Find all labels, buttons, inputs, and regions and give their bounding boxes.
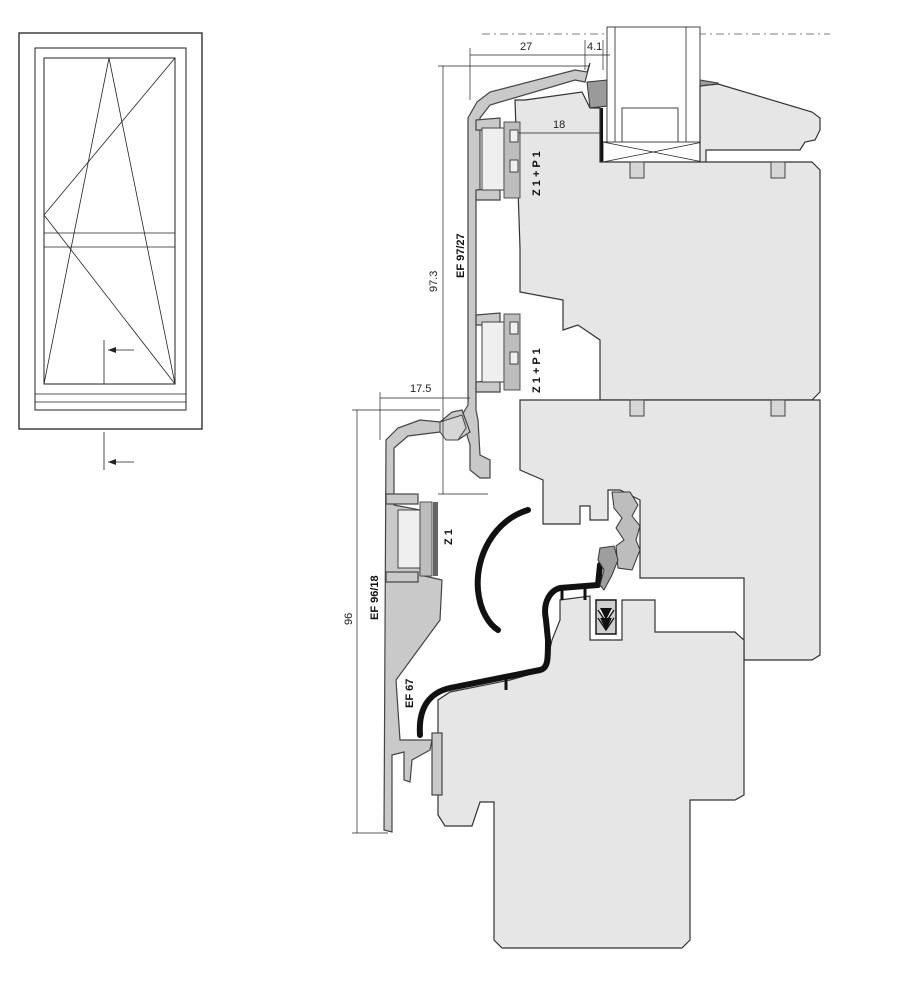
sash-groove-1 <box>629 161 645 179</box>
seal-arrows <box>600 608 612 630</box>
window-elevation <box>18 32 203 470</box>
label-hardware-upper-1: Z 1 + P 1 <box>531 151 543 196</box>
label-hardware-lower: Z 1 <box>443 529 455 545</box>
arrowhead-2 <box>108 459 116 465</box>
hardware-block-lower <box>385 493 438 583</box>
gasket-lower-profile <box>597 545 619 591</box>
upper-sash-wood <box>514 83 821 401</box>
sash-groove-4 <box>770 399 786 417</box>
arrowhead-1 <box>108 347 116 353</box>
hardware-block-upper <box>481 121 521 199</box>
sash-groove-2 <box>770 161 786 179</box>
gasket-upper-profile <box>611 491 641 571</box>
lower-sash-wood <box>519 399 821 661</box>
upper-cladding-profile <box>457 62 591 479</box>
glass-unit <box>586 26 719 163</box>
weather-seal-curve <box>474 507 531 633</box>
label-hardware-upper-2: Z 1 + P 1 <box>531 348 543 393</box>
glazing-seal-left <box>586 79 608 109</box>
label-ef-97-27: EF 97/27 <box>455 233 467 278</box>
drip-rail-profile <box>416 562 603 738</box>
dim-17-5: 17.5 <box>410 383 431 395</box>
label-ef-96-18: EF 96/18 <box>369 575 381 620</box>
hardware-block-middle <box>481 313 521 391</box>
sash-frame <box>34 47 187 411</box>
dim-4-1: 4.1 <box>587 41 602 53</box>
dimension-lines <box>352 40 610 834</box>
bottom-bead <box>431 732 443 796</box>
bottom-frame-wood <box>437 595 745 949</box>
dim-18: 18 <box>553 119 565 131</box>
outer-frame <box>18 32 203 430</box>
sash-groove-3 <box>629 399 645 417</box>
lower-cladding-hook <box>439 414 467 441</box>
dim-97-3: 97.3 <box>428 271 440 292</box>
dim-96: 96 <box>343 613 355 625</box>
dim-27: 27 <box>520 41 532 53</box>
label-ef-67: EF 67 <box>404 679 416 708</box>
tilt-symbol <box>43 57 176 385</box>
turn-symbol <box>43 57 176 385</box>
glass-pane <box>43 57 176 385</box>
